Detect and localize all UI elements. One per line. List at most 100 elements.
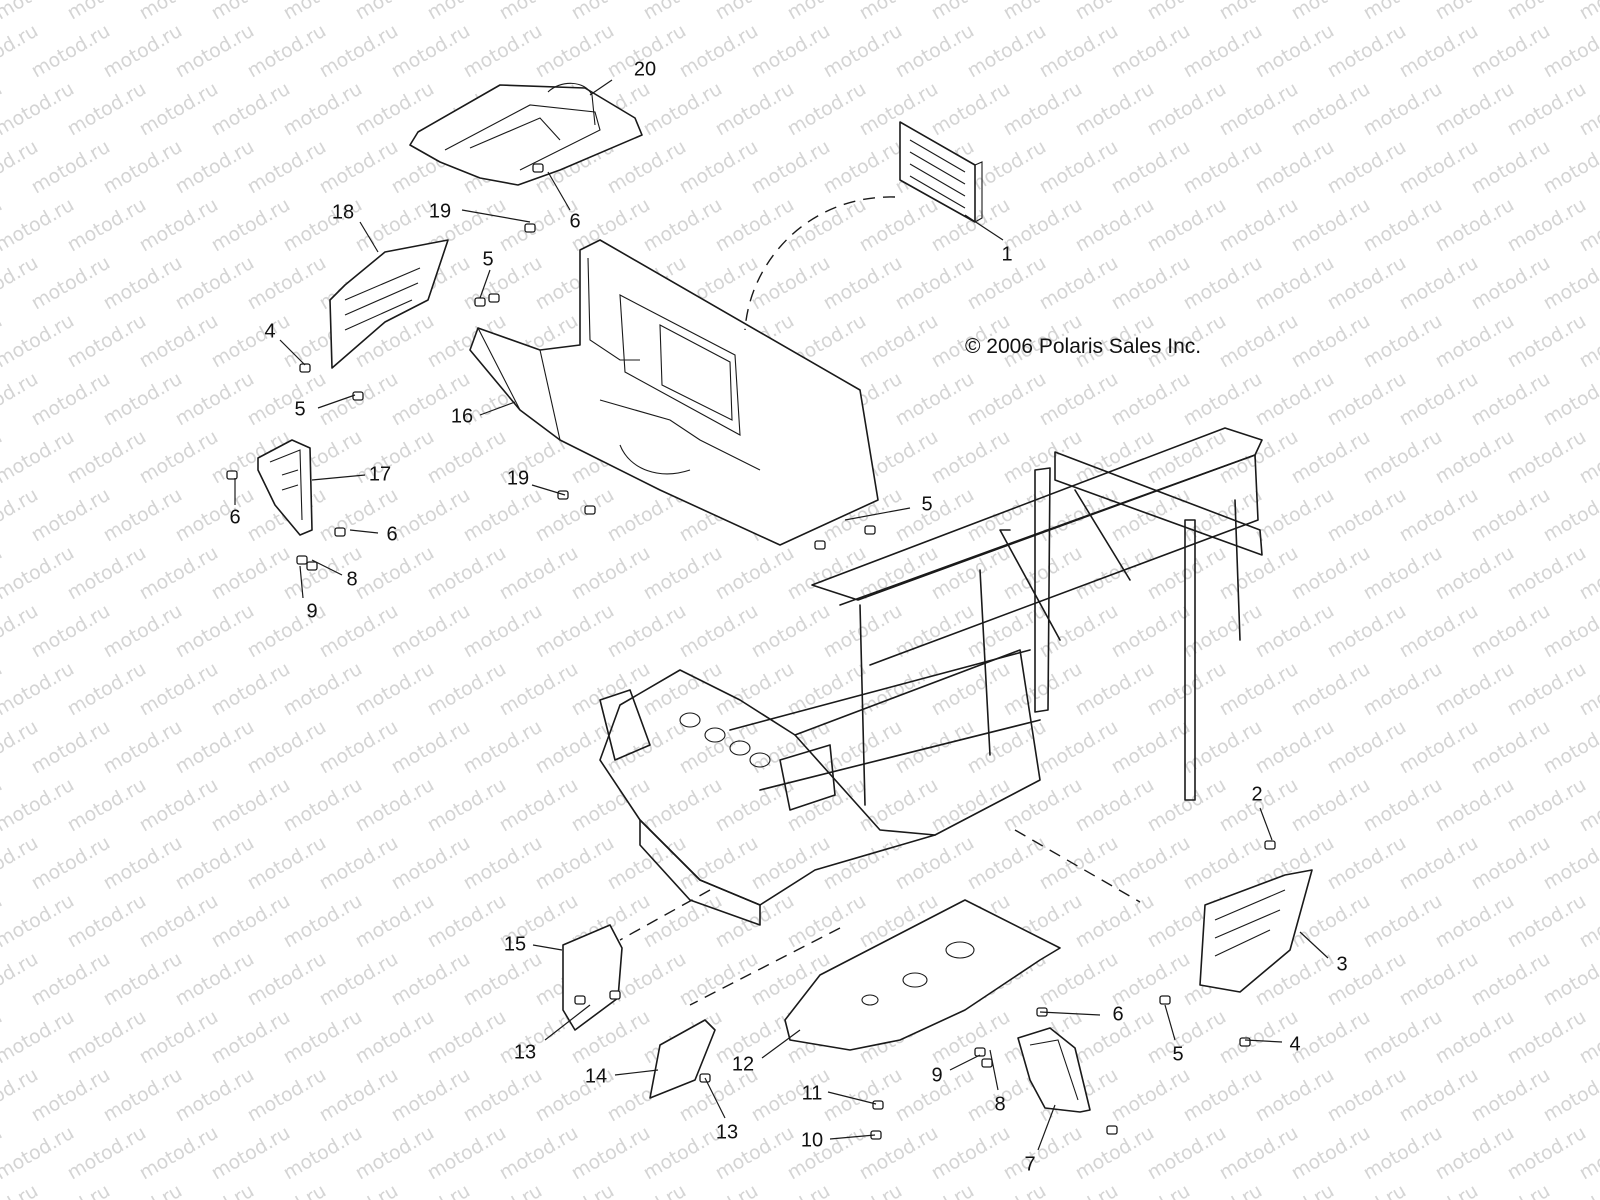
- watermark-text: motod.ru: [208, 1006, 294, 1069]
- watermark-text: motod.ru: [1540, 484, 1600, 547]
- watermark-text: motod.ru: [136, 1006, 222, 1069]
- watermark-text: motod.ru: [1360, 1006, 1446, 1069]
- watermark-text: motod.ru: [1540, 368, 1600, 431]
- watermark-text: motod.ru: [784, 890, 870, 953]
- callout-leader: [531, 484, 566, 496]
- watermark-text: motod.ru: [172, 948, 258, 1011]
- watermark-text: motod.ru: [1360, 78, 1446, 141]
- watermark-text: motod.ru: [1396, 832, 1482, 895]
- callout-leader: [547, 171, 571, 211]
- watermark-text: motod.ru: [820, 600, 906, 663]
- watermark-text: motod.ru: [532, 484, 618, 547]
- watermark-text: motod.ru: [1468, 948, 1554, 1011]
- watermark-text: motod.ru: [676, 600, 762, 663]
- watermark-text: motod.ru: [1252, 20, 1338, 83]
- fastener-icon: [474, 297, 486, 307]
- watermark-text: motod.ru: [352, 542, 438, 605]
- watermark-text: motod.ru: [1360, 774, 1446, 837]
- watermark-text: motod.ru: [1324, 832, 1410, 895]
- watermark-text: motod.ru: [964, 20, 1050, 83]
- watermark-text: motod.ru: [892, 252, 978, 315]
- watermark-text: motod.ru: [640, 774, 726, 837]
- watermark-text: motod.ru: [64, 774, 150, 837]
- watermark-text: motod.ru: [280, 890, 366, 953]
- watermark-text: motod.ru: [172, 716, 258, 779]
- watermark-text: motod.ru: [1000, 542, 1086, 605]
- watermark-text: motod.ru: [1396, 716, 1482, 779]
- watermark-text: motod.ru: [1252, 716, 1338, 779]
- watermark-text: motod.ru: [1360, 658, 1446, 721]
- watermark-text: motod.ru: [748, 252, 834, 315]
- watermark-text: motod.ru: [1108, 252, 1194, 315]
- watermark-text: motod.ru: [460, 716, 546, 779]
- callout-label: 19: [507, 467, 529, 489]
- watermark-text: motod.ru: [1432, 542, 1518, 605]
- part-17-bracket: [257, 439, 313, 536]
- watermark-text: motod.ru: [1540, 600, 1600, 663]
- watermark-text: motod.ru: [1144, 1122, 1230, 1185]
- watermark-text: motod.ru: [352, 890, 438, 953]
- watermark-text: motod.ru: [1468, 716, 1554, 779]
- watermark-text: motod.ru: [244, 20, 330, 83]
- watermark-text: motod.ru: [1504, 658, 1590, 721]
- watermark-text: motod.ru: [712, 890, 798, 953]
- watermark-text: motod.ru: [172, 368, 258, 431]
- watermark-text: motod.ru: [1396, 948, 1482, 1011]
- callout-label: 6: [386, 523, 397, 545]
- callout-label: 6: [229, 506, 240, 528]
- watermark-text: motod.ru: [928, 658, 1014, 721]
- watermark-text: motod.ru: [1396, 368, 1482, 431]
- watermark-text: motod.ru: [640, 542, 726, 605]
- watermark-text: motod.ru: [568, 542, 654, 605]
- watermark-text: motod.ru: [1180, 20, 1266, 83]
- watermark-text: motod.ru: [928, 1122, 1014, 1185]
- watermark-text: motod.ru: [424, 658, 510, 721]
- watermark-text: motod.ru: [1180, 832, 1266, 895]
- watermark-text: motod.ru: [460, 600, 546, 663]
- part-16-cargo-box: [469, 239, 879, 546]
- callout-leader: [989, 1049, 999, 1091]
- callout-leader: [532, 944, 563, 951]
- watermark-text: motod.ru: [748, 20, 834, 83]
- callout-leader: [311, 559, 343, 576]
- watermark-text: motod.ru: [64, 658, 150, 721]
- watermark-text: motod.ru: [1072, 774, 1158, 837]
- watermark-text: motod.ru: [0, 1180, 42, 1200]
- watermark-text: motod.ru: [1468, 20, 1554, 83]
- watermark-text: motod.ru: [1000, 426, 1086, 489]
- watermark-text: motod.ru: [1324, 368, 1410, 431]
- callout-label: 7: [1024, 1153, 1035, 1175]
- watermark-text: motod.ru: [136, 310, 222, 373]
- watermark-text: motod.ru: [1288, 1122, 1374, 1185]
- leader-lines: [234, 79, 1329, 1151]
- watermark-text: motod.ru: [352, 1122, 438, 1185]
- fastener-icon: [1159, 995, 1171, 1005]
- watermark-text: motod.ru: [1000, 1122, 1086, 1185]
- callout-label: 13: [716, 1121, 738, 1143]
- watermark-text: motod.ru: [136, 1122, 222, 1185]
- watermark-text: motod.ru: [1108, 600, 1194, 663]
- watermark-text: motod.ru: [136, 658, 222, 721]
- callout-leader: [964, 214, 1004, 241]
- watermark-text: motod.ru: [1468, 252, 1554, 315]
- watermark-text: motod.ru: [1432, 890, 1518, 953]
- watermark-text: motod.ru: [1144, 78, 1230, 141]
- watermark-text: motod.ru: [1180, 600, 1266, 663]
- watermark-text: motod.ru: [1036, 948, 1122, 1011]
- callout-label: 18: [332, 201, 354, 223]
- fastener-icon: [334, 527, 346, 537]
- watermark-text: motod.ru: [28, 136, 114, 199]
- watermark-text: motod.ru: [1216, 310, 1302, 373]
- watermark-text: motod.ru: [1216, 542, 1302, 605]
- watermark-text: motod.ru: [712, 78, 798, 141]
- watermark-text: motod.ru: [1288, 426, 1374, 489]
- callout-label: 4: [1289, 1033, 1300, 1055]
- watermark-text: motod.ru: [1252, 600, 1338, 663]
- watermark-text: motod.ru: [1108, 368, 1194, 431]
- watermark-text: motod.ru: [712, 542, 798, 605]
- watermark-text: motod.ru: [676, 136, 762, 199]
- callout-label: 13: [514, 1041, 536, 1063]
- watermark-text: motod.ru: [1396, 600, 1482, 663]
- watermark-text: motod.ru: [568, 658, 654, 721]
- watermark-text: motod.ru: [928, 78, 1014, 141]
